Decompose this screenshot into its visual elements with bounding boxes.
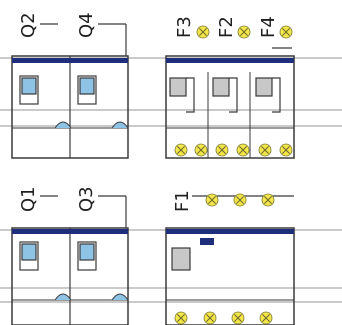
breaker-handle-icon — [255, 77, 273, 97]
cross-lamp-icon — [258, 143, 272, 157]
label-q3: Q3 — [76, 186, 97, 212]
top-left-breaker-block — [11, 55, 129, 159]
breaker-handle-icon — [171, 247, 191, 271]
terminal-tab — [111, 121, 129, 129]
cross-lamp-icon — [196, 25, 210, 39]
din-rail — [12, 229, 128, 234]
cross-lamp-icon — [259, 311, 273, 325]
label-f1: F1 — [172, 190, 193, 212]
top-left-labels: Q2 Q4 — [18, 12, 127, 56]
breaker-handle-icon — [169, 77, 187, 97]
top-right-breaker-block — [165, 55, 295, 159]
breaker-handle-frame — [19, 241, 39, 271]
label-q4: Q4 — [76, 12, 97, 38]
breaker-handle-icon — [79, 77, 95, 95]
din-rail — [166, 229, 294, 234]
cross-lamp-icon — [233, 193, 247, 207]
test-button — [200, 238, 214, 245]
breaker-handle-icon — [21, 77, 37, 95]
label-f4: F4 — [258, 16, 279, 38]
label-q1: Q1 — [18, 186, 39, 212]
indicator-lamps — [174, 25, 293, 325]
terminal-tab — [54, 293, 72, 301]
terminal-tab — [54, 121, 72, 129]
cross-lamp-icon — [203, 311, 217, 325]
block-frame — [165, 55, 295, 159]
bottom-right-breaker-block — [165, 227, 295, 325]
cross-lamp-icon — [237, 25, 251, 39]
cross-lamp-icon — [194, 143, 208, 157]
breaker-handle-frame — [19, 75, 39, 105]
din-rail — [166, 58, 294, 63]
handle-bracket — [186, 77, 195, 113]
label-f2: F2 — [216, 16, 237, 38]
breaker-handle-icon — [21, 243, 37, 261]
bottom-left-breaker-block — [11, 227, 129, 325]
cross-lamp-icon — [174, 143, 188, 157]
cross-lamp-icon — [236, 143, 250, 157]
top-right-labels: F3 F2 F4 — [174, 16, 292, 49]
cross-lamp-icon — [174, 311, 188, 325]
handle-bracket — [272, 77, 281, 113]
block-frame — [165, 227, 295, 325]
terminal-tab — [111, 293, 129, 301]
handle-bracket — [229, 77, 238, 113]
breaker-handle-frame — [77, 241, 97, 271]
cross-lamp-icon — [231, 311, 245, 325]
din-rail — [12, 58, 128, 63]
cross-lamp-icon — [279, 143, 293, 157]
breaker-handle-icon — [79, 243, 95, 261]
label-f3: F3 — [174, 16, 195, 38]
label-q2: Q2 — [18, 12, 39, 38]
cross-lamp-icon — [215, 143, 229, 157]
cross-lamp-icon — [261, 193, 275, 207]
cross-lamp-icon — [205, 193, 219, 207]
breaker-handle-frame — [77, 75, 97, 105]
breaker-handle-icon — [212, 77, 230, 97]
cross-lamp-icon — [279, 25, 293, 39]
bottom-left-labels: Q1 Q3 — [18, 186, 127, 228]
